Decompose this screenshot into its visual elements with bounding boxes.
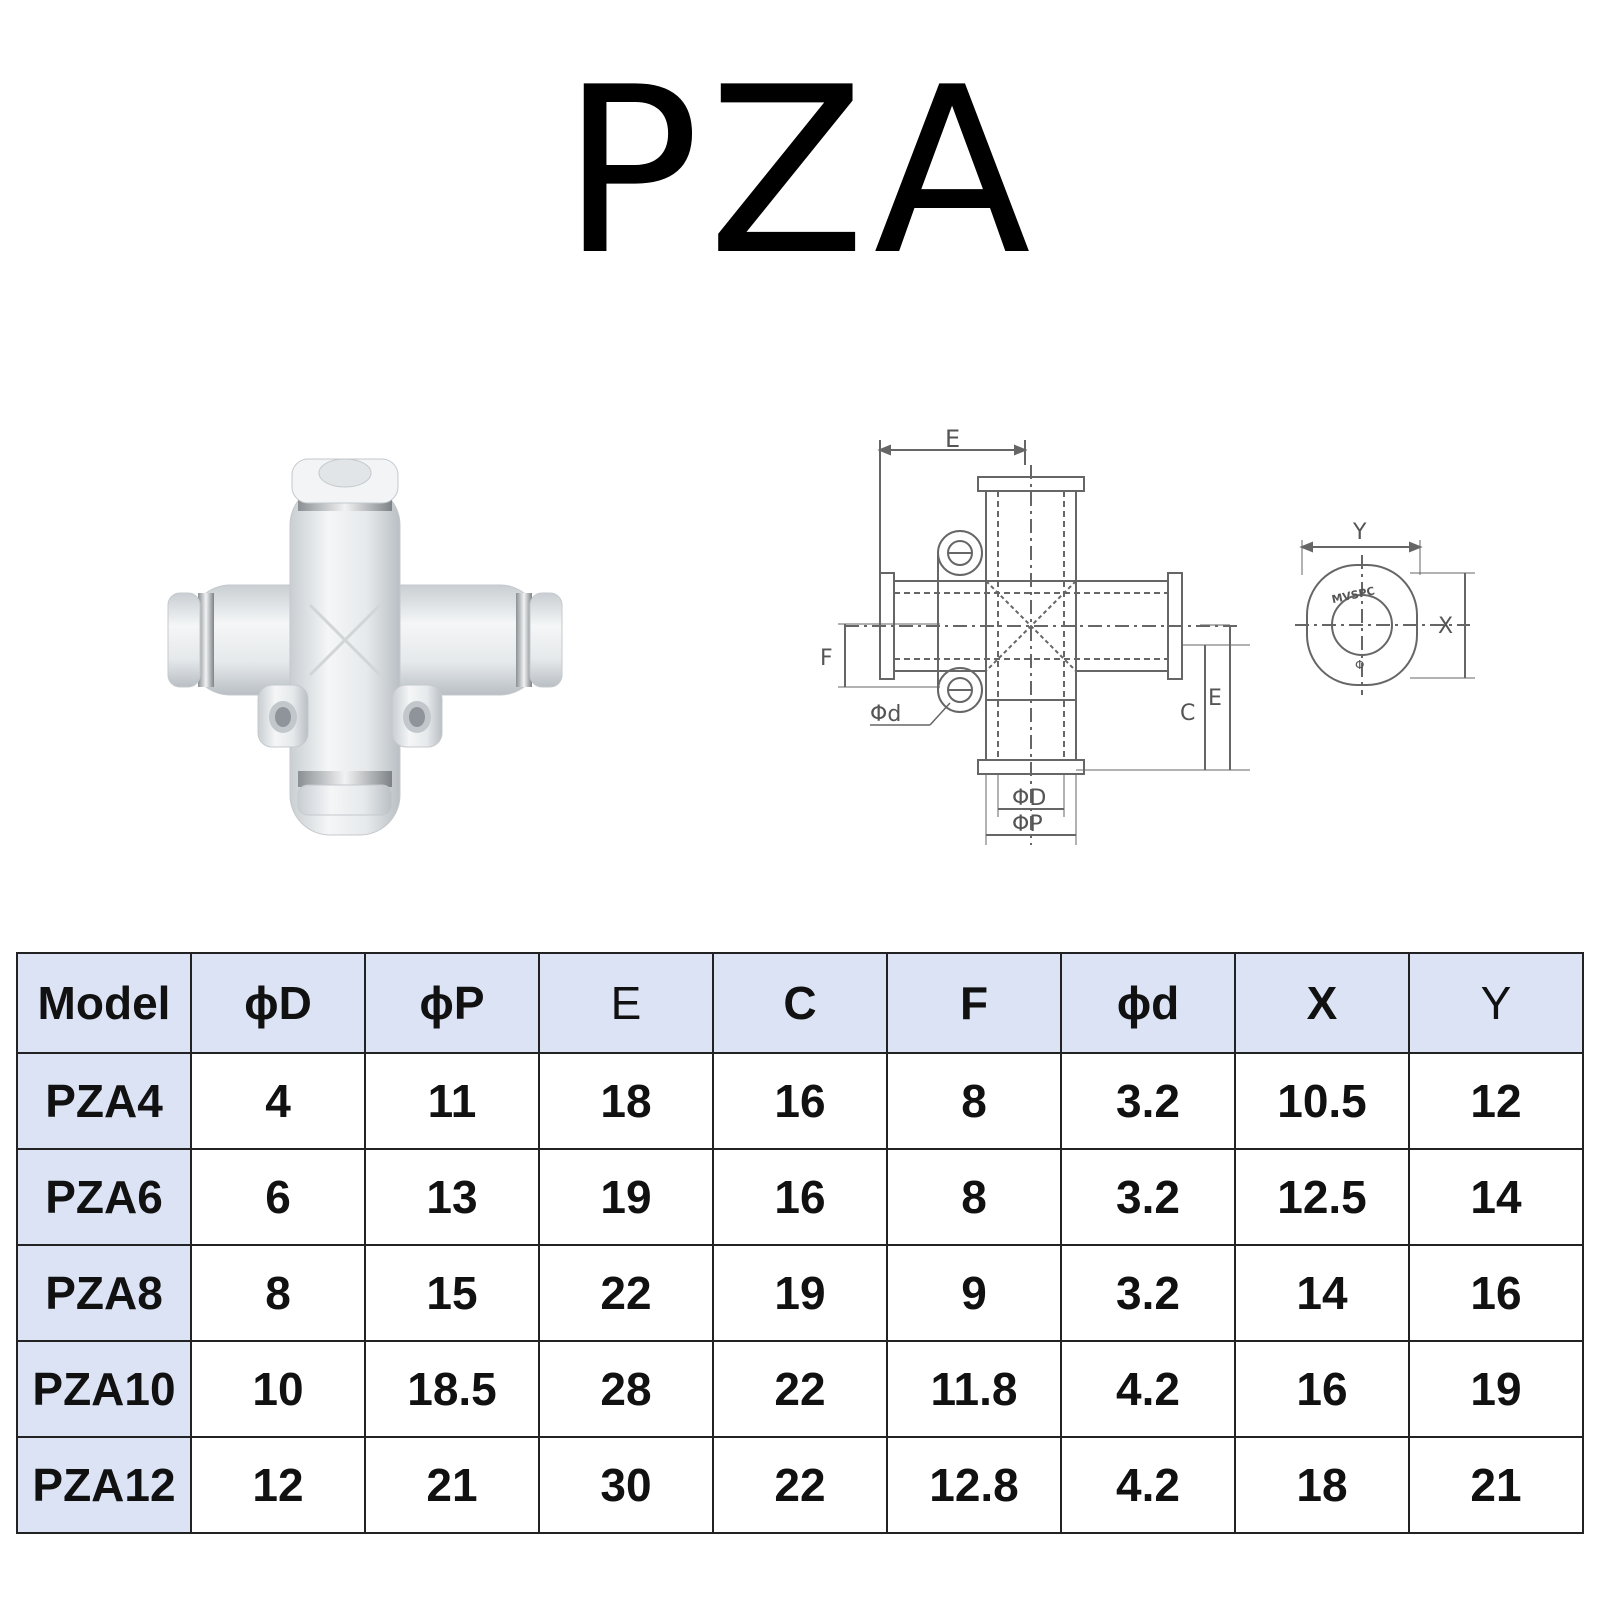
- table-row: PZA10 10 18.5 28 22 11.8 4.2 16 19: [16, 1340, 1584, 1438]
- technical-drawing: E F Φd C E ΦD ΦP: [820, 425, 1475, 845]
- table-cell: 12: [190, 1436, 366, 1534]
- table-cell: 22: [712, 1436, 888, 1534]
- table-cell: 28: [538, 1340, 714, 1438]
- table-cell: 12.5: [1234, 1148, 1410, 1246]
- col-header: E: [538, 952, 714, 1054]
- table-cell: 19: [1408, 1340, 1584, 1438]
- table-cell: 14: [1234, 1244, 1410, 1342]
- label-c: C: [1180, 701, 1195, 726]
- col-header: C: [712, 952, 888, 1054]
- label-e-side: E: [1208, 686, 1222, 711]
- table-row: PZA8 8 15 22 19 9 3.2 14 16: [16, 1244, 1584, 1342]
- table-cell: 8: [886, 1148, 1062, 1246]
- table-cell: 11: [364, 1052, 540, 1150]
- small-phi-mark: Φ: [1355, 658, 1364, 672]
- table-row: PZA6 6 13 19 16 8 3.2 12.5 14: [16, 1148, 1584, 1246]
- table-cell: 4.2: [1060, 1340, 1236, 1438]
- table-cell: 22: [538, 1244, 714, 1342]
- label-phi-p: ΦP: [1012, 812, 1043, 837]
- table-cell: 3.2: [1060, 1052, 1236, 1150]
- spec-table: Model ϕD ϕP E C F ϕd X Y PZA4 4 11 18 16…: [16, 952, 1584, 1534]
- table-cell: 22: [712, 1340, 888, 1438]
- table-cell: 10: [190, 1340, 366, 1438]
- table-cell: 6: [190, 1148, 366, 1246]
- table-cell: 18.5: [364, 1340, 540, 1438]
- label-e-top: E: [945, 425, 960, 453]
- table-header-row: Model ϕD ϕP E C F ϕd X Y: [16, 952, 1584, 1054]
- model-cell: PZA10: [16, 1340, 192, 1438]
- table-cell: 16: [712, 1148, 888, 1246]
- fitting-photo: [167, 458, 563, 836]
- col-header: ϕd: [1060, 952, 1236, 1054]
- label-f: F: [820, 646, 833, 671]
- table-cell: 30: [538, 1436, 714, 1534]
- model-cell: PZA4: [16, 1052, 192, 1150]
- table-cell: 16: [1408, 1244, 1584, 1342]
- col-header: ϕP: [364, 952, 540, 1054]
- label-y: Y: [1352, 520, 1367, 545]
- table-cell: 8: [886, 1052, 1062, 1150]
- table-cell: 21: [1408, 1436, 1584, 1534]
- table-cell: 19: [538, 1148, 714, 1246]
- table-row: PZA4 4 11 18 16 8 3.2 10.5 12: [16, 1052, 1584, 1150]
- table-cell: 9: [886, 1244, 1062, 1342]
- table-cell: 8: [190, 1244, 366, 1342]
- table-cell: 18: [1234, 1436, 1410, 1534]
- table-cell: 4: [190, 1052, 366, 1150]
- col-header: X: [1234, 952, 1410, 1054]
- model-cell: PZA8: [16, 1244, 192, 1342]
- table-cell: 3.2: [1060, 1148, 1236, 1246]
- table-cell: 18: [538, 1052, 714, 1150]
- table-cell: 14: [1408, 1148, 1584, 1246]
- table-row: PZA12 12 21 30 22 12.8 4.2 18 21: [16, 1436, 1584, 1534]
- model-cell: PZA12: [16, 1436, 192, 1534]
- table-cell: 16: [1234, 1340, 1410, 1438]
- label-phi-d-upper: ΦD: [1012, 786, 1046, 811]
- page-title: PZA: [561, 39, 1039, 306]
- table-cell: 16: [712, 1052, 888, 1150]
- label-x: X: [1438, 614, 1453, 639]
- table-cell: 19: [712, 1244, 888, 1342]
- col-header: Model: [16, 952, 192, 1054]
- table-cell: 3.2: [1060, 1244, 1236, 1342]
- col-header: F: [886, 952, 1062, 1054]
- label-phi-d: Φd: [870, 702, 901, 727]
- table-cell: 10.5: [1234, 1052, 1410, 1150]
- table-cell: 11.8: [886, 1340, 1062, 1438]
- table-cell: 21: [364, 1436, 540, 1534]
- table-cell: 4.2: [1060, 1436, 1236, 1534]
- table-cell: 15: [364, 1244, 540, 1342]
- col-header: Y: [1408, 952, 1584, 1054]
- model-cell: PZA6: [16, 1148, 192, 1246]
- table-cell: 12: [1408, 1052, 1584, 1150]
- logo-text: MVSPC: [1331, 584, 1376, 606]
- table-cell: 13: [364, 1148, 540, 1246]
- col-header: ϕD: [190, 952, 366, 1054]
- table-cell: 12.8: [886, 1436, 1062, 1534]
